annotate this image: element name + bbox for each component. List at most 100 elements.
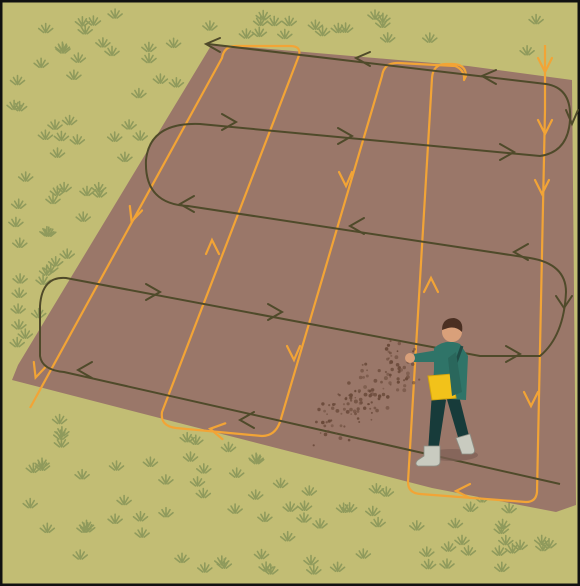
seed xyxy=(397,350,399,352)
seed xyxy=(364,363,367,366)
seed xyxy=(386,358,389,361)
seed xyxy=(371,388,374,391)
seed xyxy=(418,379,420,381)
seed xyxy=(350,413,352,415)
seed xyxy=(397,381,400,384)
seed xyxy=(357,407,360,410)
seed xyxy=(398,342,401,345)
seed xyxy=(343,408,346,411)
seed xyxy=(403,366,406,369)
seed xyxy=(366,369,368,371)
seed xyxy=(336,432,338,434)
seed xyxy=(332,403,335,406)
seed xyxy=(363,385,367,389)
seed xyxy=(386,395,390,399)
seed xyxy=(338,394,340,396)
seed xyxy=(326,413,328,415)
seed xyxy=(371,392,375,396)
seed xyxy=(369,408,371,410)
seed xyxy=(397,377,400,380)
seed xyxy=(371,401,373,403)
seed xyxy=(339,436,343,440)
seed xyxy=(321,402,324,405)
seed xyxy=(323,425,326,428)
seed xyxy=(366,375,369,378)
seed xyxy=(403,384,406,387)
seed xyxy=(345,397,348,400)
seed xyxy=(387,344,390,347)
seed xyxy=(357,410,360,413)
seed xyxy=(323,410,326,413)
seed xyxy=(406,372,410,376)
seed xyxy=(331,407,334,410)
seed xyxy=(320,432,322,434)
seed xyxy=(358,421,360,423)
seed xyxy=(355,397,357,399)
seed xyxy=(389,362,391,364)
seed xyxy=(369,390,372,393)
seed xyxy=(315,421,318,424)
seed xyxy=(354,400,358,404)
seed xyxy=(359,398,363,402)
seed xyxy=(402,388,406,392)
seed xyxy=(317,408,320,411)
seed xyxy=(413,348,416,351)
seed xyxy=(384,376,388,380)
seed xyxy=(324,433,328,437)
seed xyxy=(359,376,363,380)
seed xyxy=(350,399,352,401)
seed xyxy=(347,402,350,405)
seed xyxy=(340,424,343,427)
seed xyxy=(374,379,378,383)
seed xyxy=(398,370,401,373)
seed xyxy=(396,388,399,391)
seed xyxy=(412,350,414,352)
seed xyxy=(362,364,364,366)
seed xyxy=(348,439,351,442)
seed xyxy=(359,401,363,405)
seed xyxy=(330,419,332,421)
seed xyxy=(358,391,360,393)
seed xyxy=(380,381,383,384)
seed xyxy=(349,408,353,412)
seed xyxy=(328,404,330,406)
seed xyxy=(360,369,364,373)
seed xyxy=(382,393,385,396)
seed xyxy=(389,340,391,342)
seed xyxy=(321,421,325,425)
seed xyxy=(354,390,356,392)
seed xyxy=(353,410,357,414)
seed xyxy=(374,407,377,410)
seed xyxy=(403,379,405,381)
seed xyxy=(378,395,381,398)
seed xyxy=(385,371,387,373)
seed xyxy=(390,355,392,357)
seed xyxy=(326,421,328,423)
seed xyxy=(347,381,351,385)
seed xyxy=(386,406,390,410)
seed xyxy=(367,403,369,405)
seed xyxy=(395,355,399,359)
seed xyxy=(331,424,334,427)
seed xyxy=(362,376,365,379)
seed xyxy=(388,351,390,353)
seed xyxy=(411,363,414,366)
seed xyxy=(405,377,408,380)
seed xyxy=(371,412,373,414)
seed xyxy=(348,394,350,396)
seed xyxy=(363,407,366,410)
seed xyxy=(390,384,392,386)
seed xyxy=(313,444,315,446)
seed xyxy=(398,366,400,368)
seed xyxy=(371,419,373,421)
seed xyxy=(327,430,330,433)
seed xyxy=(364,393,368,397)
seed xyxy=(391,368,394,371)
seed xyxy=(357,417,360,420)
seed xyxy=(343,425,345,427)
seed xyxy=(336,409,340,413)
seed xyxy=(389,374,392,377)
seed xyxy=(412,381,415,384)
seed xyxy=(383,388,385,390)
